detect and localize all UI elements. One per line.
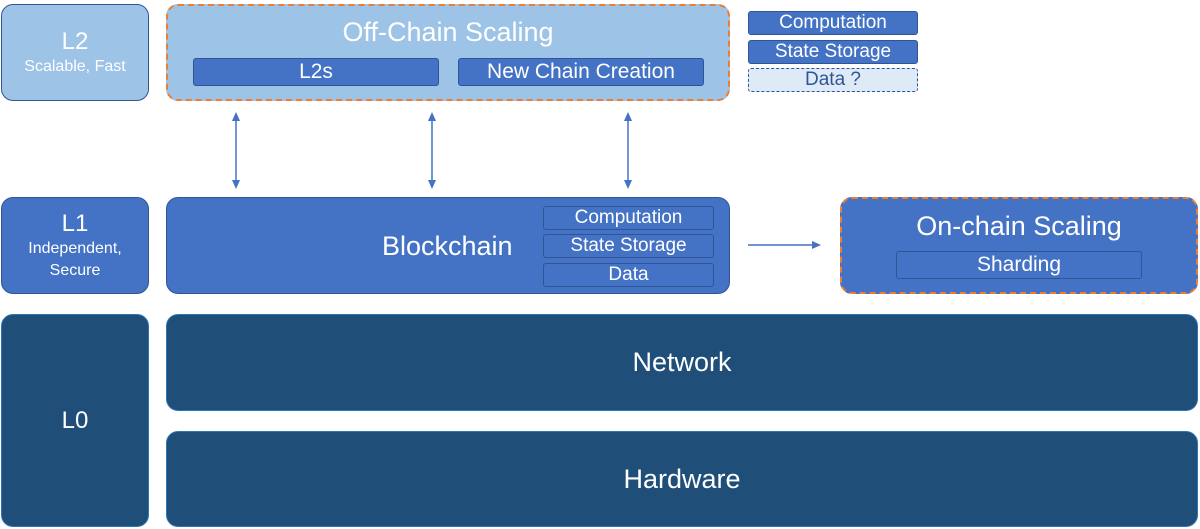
l1-subtitle-line1: Independent, <box>28 239 122 257</box>
on-chain-scaling-box: On-chain Scaling <box>840 197 1198 294</box>
off-chain-title: Off-Chain Scaling <box>342 17 554 47</box>
off-chain-item-l2s: L2s <box>193 58 439 86</box>
l1-subtitle-line2: Secure <box>49 261 101 279</box>
on-chain-title: On-chain Scaling <box>916 211 1122 241</box>
l2-subtitle: Scalable, Fast <box>24 57 126 75</box>
l2-title: L2 <box>61 27 89 55</box>
hardware-box: Hardware <box>166 431 1198 527</box>
legend-state-storage: State Storage <box>748 40 918 64</box>
blockchain-title: Blockchain <box>382 231 513 261</box>
on-chain-item-sharding: Sharding <box>896 251 1142 279</box>
l0-layer-box: L0 <box>1 314 149 527</box>
blockchain-item-state-storage: State Storage <box>543 234 714 258</box>
off-chain-item-new-chain-creation: New Chain Creation <box>458 58 704 86</box>
l1-title: L1 <box>61 209 89 237</box>
l0-title: L0 <box>61 406 89 434</box>
l2-layer-box: L2 Scalable, Fast <box>1 4 149 101</box>
legend-computation: Computation <box>748 11 918 35</box>
network-box: Network <box>166 314 1198 411</box>
legend-data-question: Data ? <box>748 68 918 92</box>
l1-layer-box: L1 Independent, Secure <box>1 197 149 294</box>
blockchain-item-data: Data <box>543 263 714 287</box>
blockchain-item-computation: Computation <box>543 206 714 230</box>
